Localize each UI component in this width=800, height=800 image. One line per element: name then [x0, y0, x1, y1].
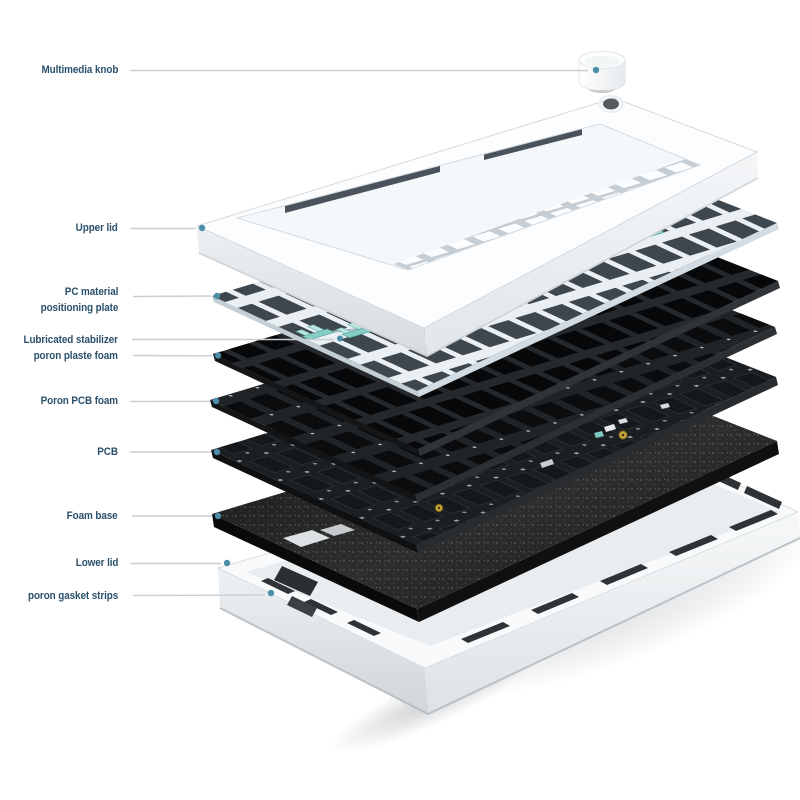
- plate-edge: [417, 223, 779, 397]
- upper-lid-notch-row: [394, 159, 700, 270]
- foam-base-edge: [417, 441, 779, 622]
- upper-lid-ring: [195, 97, 759, 329]
- upper-lid-left-wall: [197, 226, 427, 357]
- label-text: poron gasket strips: [27, 590, 118, 602]
- upper-lid-wall-edge: [198, 177, 759, 357]
- leader-dot-multimedia-knob: [592, 66, 600, 74]
- label-poron-gasket-strips: poron gasket strips: [28, 589, 118, 604]
- label-text: Lubricated stabilizer: [23, 334, 118, 346]
- foam-base-cutout: [320, 524, 355, 536]
- leader-dot-stabilizer: [337, 335, 343, 342]
- label-multimedia-knob: Multimedia knob: [41, 63, 118, 78]
- label-stabilizer-plaste-foam: Lubricated stabilizer poron plaste foam: [24, 332, 118, 364]
- plaste-foam-edge: [213, 354, 420, 456]
- label-pcb: PCB: [97, 445, 118, 460]
- stabilizer-icon: [295, 324, 336, 341]
- lower-lid-bottom-edge: [219, 537, 800, 716]
- knob-hole: [603, 98, 619, 110]
- leader-dot-pcb-foam: [212, 397, 220, 405]
- lower-lid-front-wall: [425, 512, 800, 714]
- upper-lid-slot: [484, 128, 582, 160]
- leader-dot-pcb: [213, 448, 221, 456]
- leader-dot-lower-lid: [223, 559, 231, 567]
- label-text: PC material: [64, 286, 119, 298]
- upper-lid-opening: [237, 124, 700, 270]
- label-upper-lid: Upper lid: [76, 221, 118, 236]
- pcb-edge: [416, 377, 778, 553]
- label-lower-lid: Lower lid: [75, 556, 118, 571]
- knob-top-inner: [585, 55, 619, 68]
- knob-hole-rim: [598, 94, 624, 114]
- plaste-foam-edge: [418, 281, 780, 456]
- label-text: Multimedia knob: [41, 64, 118, 76]
- upper-lid-front-wall: [424, 152, 758, 357]
- leader-line-gasket-strips: [132, 594, 266, 597]
- lower-lid-left-wall: [218, 568, 428, 714]
- label-text: Lower lid: [75, 557, 118, 569]
- lower-lid-internal-part: [274, 566, 318, 596]
- upper-lid-slot: [285, 165, 440, 213]
- label-pc-positioning-plate: PC material positioning plate: [40, 284, 118, 316]
- leader-lines: [129, 66, 600, 597]
- label-text: PCB: [97, 446, 118, 458]
- label-text: poron plaste foam: [33, 350, 118, 362]
- lower-lid-internal-part: [287, 596, 317, 617]
- label-text: positioning plate: [40, 302, 118, 314]
- label-text: Foam base: [67, 510, 118, 522]
- pcb-components: [434, 403, 670, 513]
- leader-dot-foam-base: [214, 512, 222, 520]
- leader-dot-pc-plate: [213, 292, 221, 300]
- label-foam-base: Foam base: [67, 509, 118, 524]
- leader-dot-gasket-strips: [267, 589, 275, 597]
- label-text: Poron PCB foam: [40, 395, 118, 407]
- leader-line-pc-plate: [132, 295, 212, 298]
- foam-base-edge: [212, 514, 419, 622]
- multimedia-knob: [578, 51, 626, 93]
- plate-edge: [212, 296, 419, 397]
- upper-lid-layer: [195, 94, 759, 357]
- leader-dot-upper-lid: [198, 224, 206, 232]
- label-poron-pcb-foam: Poron PCB foam: [41, 394, 118, 409]
- pcb-foam-edge: [210, 400, 417, 502]
- pcb-edge: [211, 450, 418, 553]
- label-text: Upper lid: [75, 222, 118, 234]
- leader-dot-plaste-foam: [214, 352, 222, 359]
- foam-base-cutout: [283, 530, 330, 547]
- pcb-foam-edge: [415, 327, 777, 502]
